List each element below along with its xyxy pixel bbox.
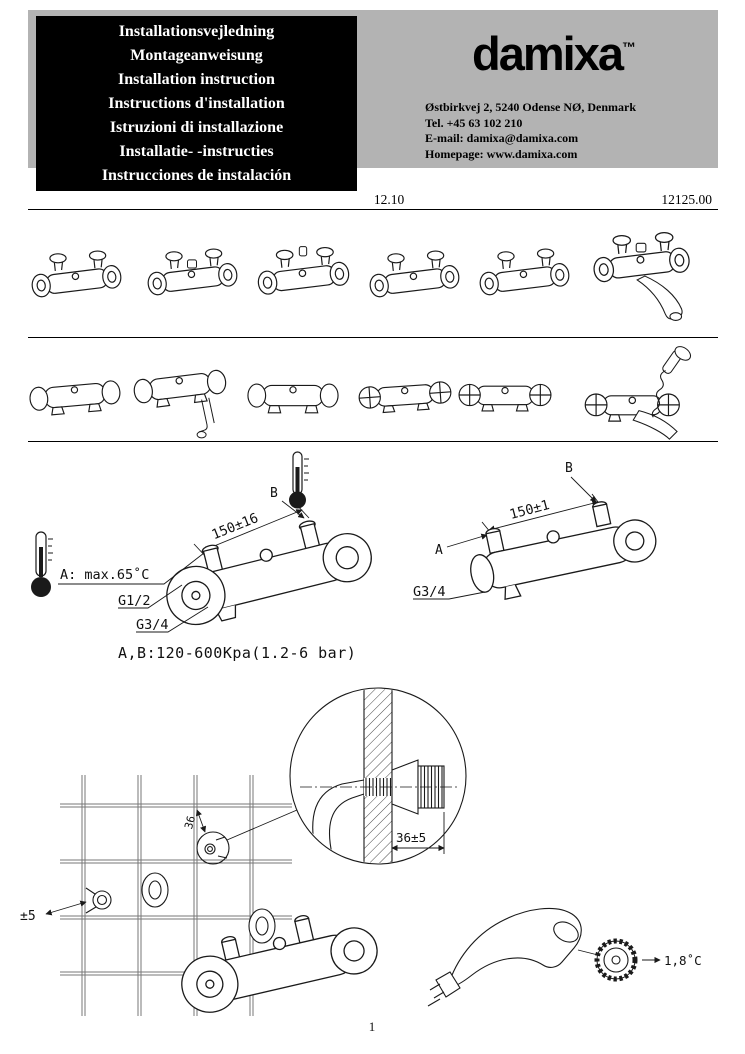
title-english: Installation instruction: [118, 70, 275, 88]
label-inlet-b-right: B: [565, 461, 573, 476]
product-variant-3: [256, 246, 351, 296]
company-homepage: Homepage: www.damixa.com: [425, 146, 578, 161]
label-max-temp: A: max.65˚C: [60, 566, 149, 583]
company-email: E-mail: damixa@damixa.com: [425, 131, 579, 145]
company-contact-block: Østbirkvej 2, 5240 Odense NØ, Denmark Te…: [425, 100, 636, 162]
title-french: Instructions d'installation: [108, 94, 285, 112]
product-variant-6: [592, 232, 692, 321]
mixer-back-view: [470, 501, 657, 601]
label-thread-g34-right: G3/4: [413, 584, 446, 600]
company-address: Østbirkvej 2, 5240 Odense NØ, Denmark: [425, 100, 636, 114]
title-german: Montageanweisung: [130, 46, 263, 64]
label-inlet-a: A: [435, 543, 443, 558]
page-number: 1: [368, 1019, 376, 1034]
product-variant-1: [30, 250, 123, 299]
label-temp-step: 1,8˚C: [664, 953, 702, 968]
revision-date: 12.10: [373, 192, 405, 207]
dimension-diagram-left: B 150±16: [31, 451, 372, 633]
divider-1: [28, 209, 718, 210]
divider-3: [28, 441, 718, 442]
wall-union-right: [196, 831, 230, 865]
spout-drawing: [427, 907, 599, 1007]
title-danish: Installationsvejledning: [118, 22, 275, 40]
divider-2: [28, 337, 718, 338]
company-phone: Tel. +45 63 102 210: [425, 115, 523, 130]
tile-wall-grid: [60, 775, 292, 1016]
title-spanish: Instrucciones de instalación: [101, 166, 292, 184]
label-thread-g12: G1/2: [118, 593, 151, 609]
mixer-exploded-view: [141, 872, 378, 1013]
product-variant-5: [478, 248, 571, 297]
dim-center-distance-left: 150±16: [209, 510, 260, 543]
brand-name: damixa: [472, 27, 624, 80]
product-variant-11: [458, 383, 552, 412]
wall-union-left: [85, 887, 112, 914]
label-thread-g34-left: G3/4: [136, 617, 169, 633]
product-variant-10: [357, 380, 453, 415]
thermometer-icon: [289, 451, 309, 509]
product-variant-9: [247, 383, 339, 414]
document-number: 12125.00: [661, 192, 712, 207]
pressure-range-note: A,B:120-600Kpa(1.2-6 bar): [118, 644, 357, 662]
max-temp-thermometer-icon: [31, 531, 53, 597]
label-inlet-b-left: B: [270, 486, 278, 501]
dimension-diagram-right: B 150±1 A G3/4: [413, 461, 657, 601]
dim-depth: 36±5: [396, 830, 426, 845]
language-title-box: Installationsvejledning Montageanweisung…: [36, 16, 357, 191]
installation-diagram: ±5 36: [20, 687, 702, 1016]
dim-detail: 36: [182, 814, 198, 830]
product-variant-12: [584, 346, 692, 440]
temperature-adjust-ring: [594, 938, 638, 982]
mixer-front-view: [166, 520, 372, 626]
product-variant-8: [132, 368, 229, 439]
product-variant-2: [146, 248, 239, 297]
dim-center-distance-right: 150±1: [508, 497, 551, 523]
wall-section-detail: [289, 687, 467, 865]
brand-logo: damixa™: [408, 30, 700, 77]
title-italian: Istruzioni di installazione: [109, 118, 284, 136]
product-variant-4: [368, 250, 461, 299]
product-variant-7: [28, 379, 122, 418]
dim-offset: ±5: [20, 909, 36, 924]
title-dutch: Installatie- -instructies: [119, 142, 274, 160]
trademark-symbol: ™: [621, 39, 636, 55]
